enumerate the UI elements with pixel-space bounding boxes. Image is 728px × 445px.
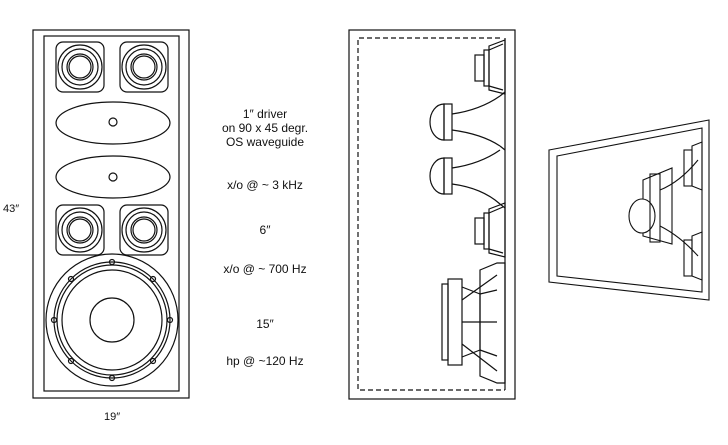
front-cabinet-outer (32, 29, 190, 399)
perspective-view (548, 119, 710, 301)
waveguide-lower (55, 155, 171, 199)
woofer-front (45, 253, 179, 387)
driver-annotation-line2: on 90 x 45 degr. (221, 121, 309, 135)
height-dimension-label: 43″ (3, 203, 20, 215)
perspective-cabinet-inner (556, 127, 703, 293)
crossover-high-label: x/o @ ~ 3 kHz (227, 178, 303, 192)
mid-driver-bottom-right (119, 204, 169, 256)
side-woofer (441, 262, 506, 384)
driver-annotation: 1″ driver on 90 x 45 degr. OS waveguide (210, 107, 320, 149)
side-waveguide-upper (429, 91, 506, 151)
front-view (32, 29, 190, 399)
side-mid-driver-upper (474, 39, 506, 95)
side-cabinet (348, 29, 516, 400)
side-waveguide-lower (429, 149, 506, 209)
mid-driver-top-right (119, 41, 169, 93)
side-view (348, 29, 516, 400)
driver-annotation-line3: OS waveguide (225, 135, 305, 149)
driver-annotation-line1: 1″ driver (242, 107, 288, 121)
mid-driver-size-label: 6″ (259, 223, 271, 237)
waveguide-upper (55, 101, 171, 145)
crossover-low-label: x/o @ ~ 700 Hz (223, 262, 307, 276)
perspective-cabinet-outer (548, 119, 710, 301)
mid-driver-top-left (55, 41, 105, 93)
highpass-label: hp @ ~120 Hz (226, 354, 304, 368)
side-mid-driver-lower (474, 202, 506, 258)
perspective-mid-driver-lower (683, 231, 703, 281)
woofer-size-label: 15″ (256, 317, 274, 331)
width-dimension-label: 19″ (104, 411, 121, 423)
mid-driver-bottom-left (55, 204, 105, 256)
front-baffle-inner (43, 35, 180, 392)
perspective-mid-driver-upper (683, 141, 703, 191)
side-internal-dashed-line (357, 37, 505, 391)
